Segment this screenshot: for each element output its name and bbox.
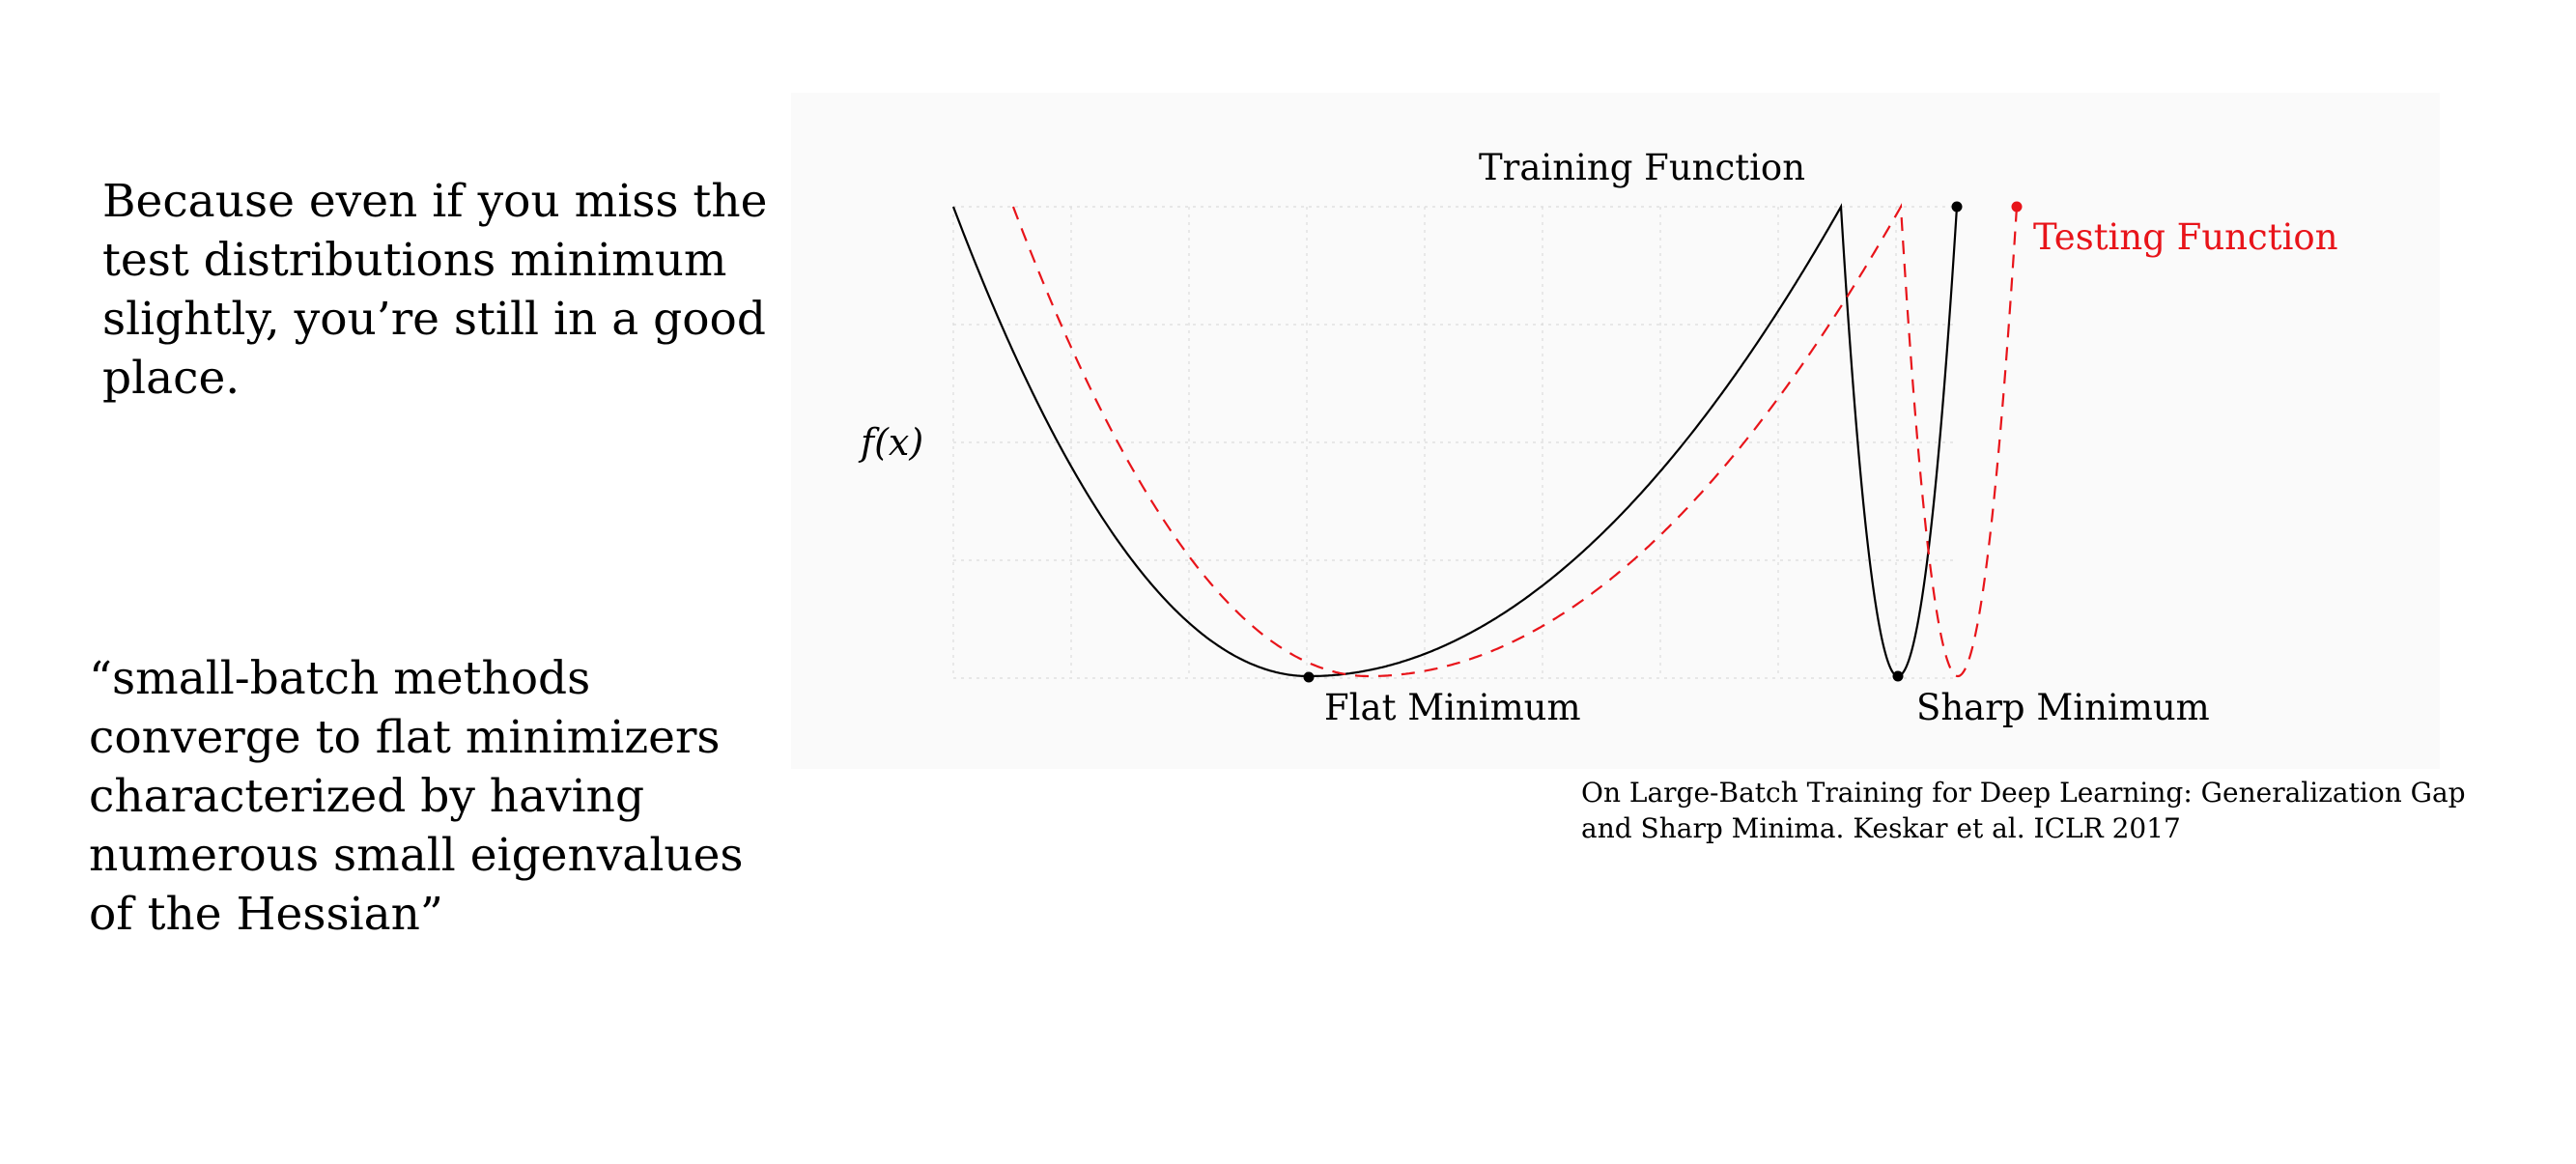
- flat-minimum-point: [1303, 671, 1315, 683]
- flat-minimum-label: Flat Minimum: [1324, 687, 1581, 728]
- note-line: test distributions minimum: [102, 234, 727, 287]
- y-axis-label: f(x): [858, 421, 923, 464]
- figure-grid: [952, 206, 1957, 679]
- quote-line: “small-batch methods: [89, 652, 591, 705]
- training-function-label: Training Function: [1479, 147, 1805, 188]
- training-function-endpoint: [1951, 201, 1963, 213]
- citation-line: and Sharp Minima. Keskar et al. ICLR 201…: [1581, 812, 2181, 844]
- citation: On Large-Batch Training for Deep Learnin…: [1581, 775, 2466, 846]
- testing-function-curve: [1011, 203, 2019, 678]
- flat-vs-sharp-minima-figure: Training Function Testing Function Flat …: [791, 93, 2440, 769]
- training-function-curve: [951, 203, 1959, 678]
- quote-line: characterized by having: [89, 770, 645, 823]
- note-line: slightly, you’re still in a good: [102, 293, 766, 346]
- quote-line: numerous small eigenvalues: [89, 829, 744, 882]
- sharp-minimum-point: [1892, 670, 1904, 682]
- sharp-minimum-label: Sharp Minimum: [1916, 687, 2210, 728]
- citation-line: On Large-Batch Training for Deep Learnin…: [1581, 777, 2466, 809]
- quote-line: converge to flat minimizers: [89, 711, 721, 764]
- note-quote: “small-batch methods converge to flat mi…: [89, 649, 765, 944]
- quote-line: of the Hessian”: [89, 888, 443, 941]
- figure-canvas: Training Function Testing Function Flat …: [858, 147, 2338, 728]
- testing-function-endpoint: [2011, 201, 2023, 213]
- testing-function-label: Testing Function: [2033, 216, 2338, 258]
- note-line: place.: [102, 352, 241, 405]
- note-flat-minimum-explanation: Because even if you miss the test distri…: [102, 172, 768, 408]
- note-line: Because even if you miss the: [102, 175, 768, 228]
